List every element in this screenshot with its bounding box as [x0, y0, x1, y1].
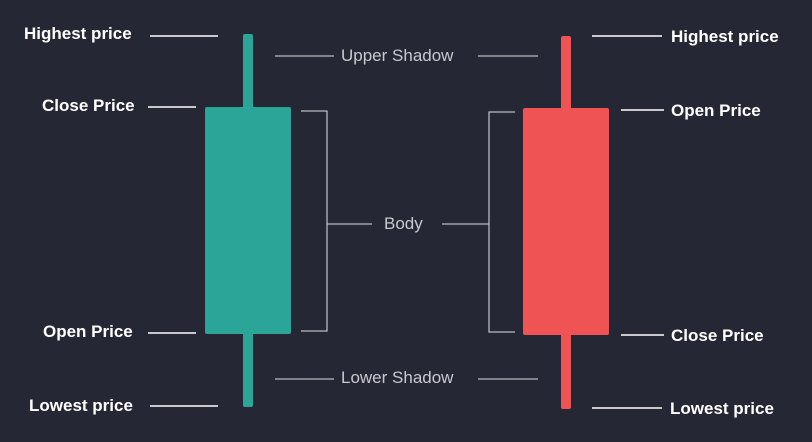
bearish-body	[523, 108, 609, 335]
bullish-upper-wick	[243, 34, 253, 110]
bearish-lower-wick	[561, 330, 571, 409]
bearish-highest-price-label: Highest price	[671, 27, 779, 46]
bullish-lowest-price-label: Lowest price	[29, 396, 133, 415]
body-bracket-right	[442, 111, 515, 333]
bearish-upper-wick	[561, 36, 571, 112]
bullish-close-price-label: Close Price	[42, 96, 135, 115]
bearish-lowest-price-label: Lowest price	[670, 399, 774, 418]
bullish-open-price-label: Open Price	[43, 322, 133, 341]
bullish-highest-price-label: Highest price	[24, 24, 132, 43]
body-label: Body	[384, 214, 423, 233]
lower-shadow-label: Lower Shadow	[341, 368, 454, 387]
upper-shadow-label: Upper Shadow	[341, 46, 454, 65]
bullish-candle	[205, 34, 291, 407]
bearish-candle	[523, 36, 609, 409]
bullish-lower-wick	[243, 330, 253, 407]
bearish-close-price-label: Close Price	[671, 326, 764, 345]
body-bracket-left	[301, 110, 372, 332]
bearish-open-price-label: Open Price	[671, 101, 761, 120]
bullish-body	[205, 107, 291, 334]
